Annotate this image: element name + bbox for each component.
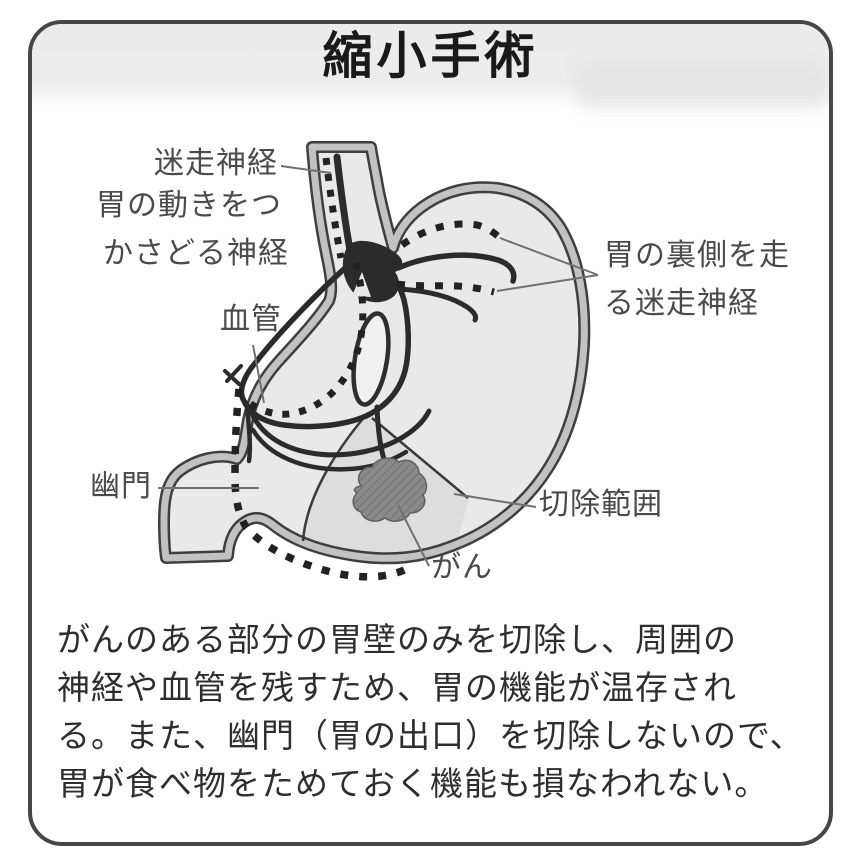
label-cancer: がん: [431, 550, 493, 585]
caption-block: がんのある部分の胃壁のみを切除し、周囲の 神経や血管を残すため、胃の機能が温存さ…: [57, 616, 813, 808]
caption-line: る。また、幽門（胃の出口）を切除しないので、: [57, 716, 804, 755]
caption-line: がんのある部分の胃壁のみを切除し、周囲の: [57, 620, 737, 659]
label-blood-vessel: 血管: [220, 302, 282, 337]
caption-line: 胃が食べ物をためておく機能も損なわれない。: [57, 764, 769, 803]
print-bleedthrough-smudge: [577, 64, 827, 110]
page-title: 縮小手術: [322, 27, 539, 85]
label-vagus-desc-line2: かさどる神経: [103, 236, 289, 271]
label-vagus-desc-line1: 胃の動きをつ: [96, 188, 282, 223]
label-vagus-nerve: 迷走神経: [154, 146, 278, 181]
label-pylorus: 幽門: [90, 469, 152, 504]
caption-line: 神経や血管を残すため、胃の機能が温存され: [57, 668, 737, 707]
print-bleedthrough-smudge: [400, 384, 492, 450]
label-posterior-vagus-line1: 胃の裏側を走: [604, 238, 790, 273]
label-posterior-vagus-line2: る迷走神経: [604, 286, 759, 321]
label-resection-range: 切除範囲: [539, 487, 663, 522]
